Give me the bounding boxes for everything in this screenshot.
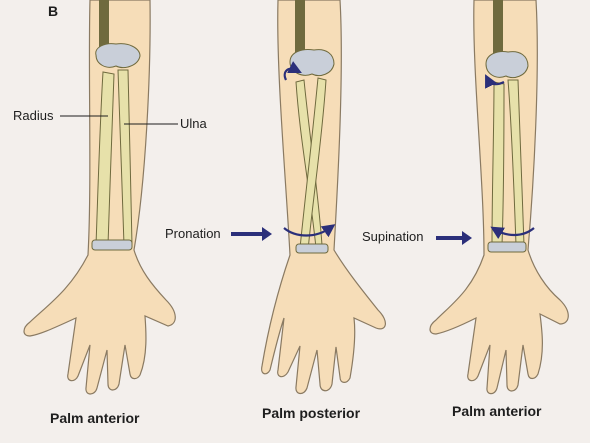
supination-label: Supination [362,229,423,244]
panel-letter: B [48,3,58,19]
caption-palm-posterior: Palm posterior [262,405,360,421]
caption-palm-anterior-2: Palm anterior [452,403,541,419]
ulna-label: Ulna [180,116,207,131]
supination-arrow-head [462,231,472,245]
radius-bone-3 [492,82,504,245]
wrist-joint-2 [296,244,328,253]
elbow-joint-2 [290,50,334,76]
arm-palm-anterior-2 [430,0,568,394]
pronation-arrow-head [262,227,272,241]
arm-palm-anterior-1 [24,0,175,394]
elbow-joint-3 [486,52,528,78]
wrist-joint-1 [92,240,132,250]
wrist-joint-3 [488,242,526,252]
radius-label: Radius [13,108,53,123]
elbow-joint-1 [96,44,140,68]
caption-palm-anterior-1: Palm anterior [50,410,139,426]
pronation-label: Pronation [165,226,221,241]
arm-palm-posterior [262,0,386,394]
